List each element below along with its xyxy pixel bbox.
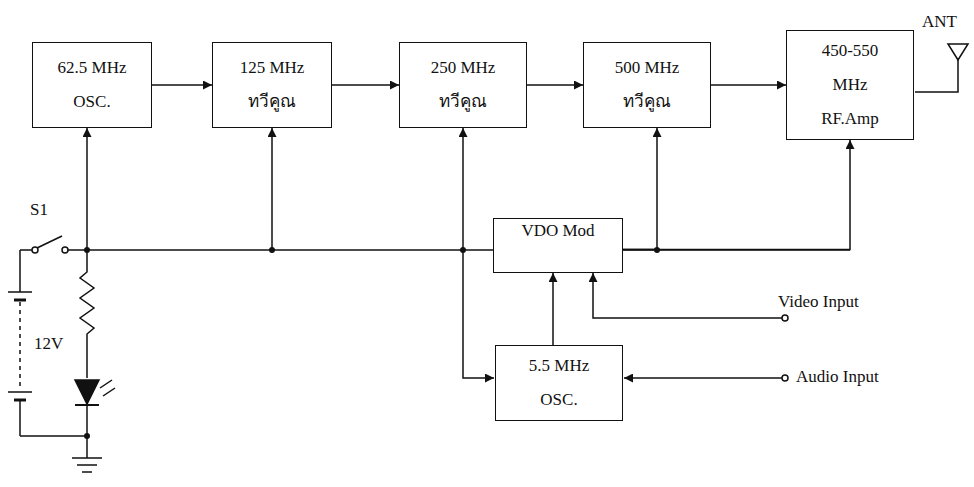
- input-terminal: [782, 315, 788, 321]
- battery-wire: [19, 400, 21, 436]
- box-label: 62.5 MHz OSC.: [52, 51, 132, 119]
- ground-symbol: [77, 464, 97, 466]
- signal-label: Video Input: [778, 292, 859, 312]
- signal-arrow: [623, 140, 850, 250]
- ground-symbol: [72, 457, 102, 459]
- junction-dot: [84, 433, 90, 439]
- modulator-box: VDO Mod: [493, 218, 623, 273]
- power-feed: [462, 128, 464, 250]
- audio-input-wire: [624, 377, 782, 379]
- power-feed: [463, 250, 494, 378]
- switch-blade: [37, 236, 62, 248]
- led-light: [103, 388, 115, 396]
- ground-wire: [86, 405, 88, 458]
- signal-arrow: [527, 84, 583, 86]
- signal-arrow: [332, 84, 399, 86]
- box-label: 250 MHz ทวีคูณ: [423, 51, 503, 119]
- signal-arrow: [552, 273, 554, 345]
- power-bus: [65, 249, 493, 251]
- led-light: [100, 380, 112, 388]
- process-box: 500 MHz ทวีคูณ: [583, 42, 711, 128]
- oscillator-box: 62.5 MHz OSC.: [32, 42, 152, 128]
- junction-dot: [269, 247, 275, 253]
- signal-arrow: [623, 128, 657, 250]
- signal-arrow: [711, 84, 786, 86]
- junction-dot: [654, 247, 660, 253]
- switch-wire: [20, 249, 32, 251]
- ground-wire: [20, 435, 87, 437]
- antenna-feed: [915, 58, 958, 92]
- signal-arrow: [152, 84, 212, 86]
- battery-plate: [14, 299, 26, 302]
- antenna-symbol: [948, 44, 968, 60]
- switch-contact: [62, 247, 68, 253]
- oscillator-box: 5.5 MHz OSC.: [495, 345, 623, 421]
- process-box: 250 MHz ทวีคูณ: [399, 42, 527, 128]
- resistor-symbol: [80, 250, 94, 378]
- box-label: VDO Mod: [521, 219, 594, 243]
- switch-label: S1: [30, 200, 48, 220]
- power-feed: [271, 128, 273, 250]
- battery-plate: [8, 391, 32, 393]
- battery-cells: [19, 302, 21, 388]
- video-input-wire: [593, 273, 782, 318]
- power-feed: [86, 128, 88, 250]
- antenna-label: ANT: [922, 12, 957, 32]
- battery-plate: [8, 291, 32, 293]
- process-box: 125 MHz ทวีคูณ: [212, 42, 332, 128]
- box-label: 125 MHz ทวีคูณ: [232, 51, 312, 119]
- input-terminal: [782, 375, 788, 381]
- voltage-label: 12V: [34, 334, 63, 354]
- junction-dot: [84, 247, 90, 253]
- box-label: 5.5 MHz OSC.: [519, 349, 599, 417]
- process-box: 450-550 MHz RF.Amp: [786, 30, 914, 140]
- junction-dot: [460, 247, 466, 253]
- battery-wire: [19, 250, 21, 292]
- signal-label: Audio Input: [796, 367, 879, 387]
- box-label: 450-550 MHz RF.Amp: [814, 34, 886, 136]
- ground-symbol: [82, 471, 92, 473]
- box-label: 500 MHz ทวีคูณ: [607, 51, 687, 119]
- led-symbol: [75, 380, 99, 404]
